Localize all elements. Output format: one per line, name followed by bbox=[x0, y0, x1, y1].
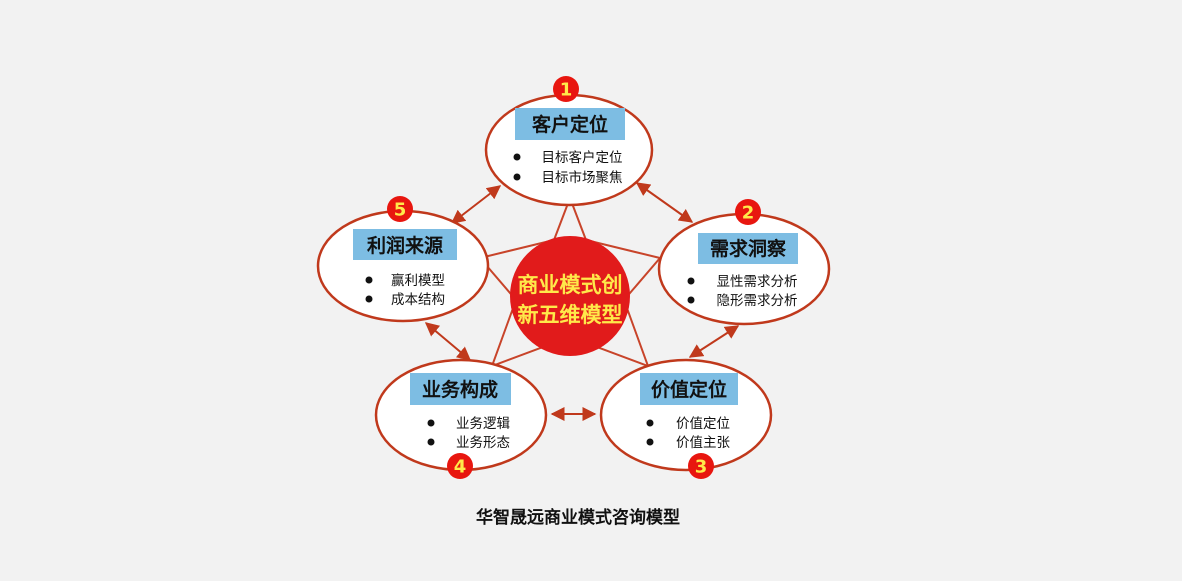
center-circle bbox=[510, 236, 630, 356]
bullet-icon bbox=[427, 419, 435, 427]
diagram-caption: 华智晟远商业模式咨询模型 bbox=[476, 507, 680, 528]
node-item: 价值主张 bbox=[676, 435, 730, 451]
node-item: 显性需求分析 bbox=[717, 274, 798, 290]
badge-number: 5 bbox=[394, 200, 407, 221]
number-badge bbox=[735, 199, 761, 225]
bullet-icon bbox=[513, 153, 521, 161]
badge-number: 4 bbox=[454, 457, 467, 478]
node-title: 价值定位 bbox=[651, 378, 727, 401]
node-item: 价值定位 bbox=[676, 416, 730, 432]
number-badge bbox=[387, 196, 413, 222]
node-title-box bbox=[698, 233, 798, 264]
node-item: 隐形需求分析 bbox=[717, 293, 798, 309]
node-title: 利润来源 bbox=[367, 234, 443, 257]
node-profit-source: 利润来源 赢利模型 成本结构 5 bbox=[316, 196, 490, 323]
node-customer-positioning: 客户定位 目标客户定位 目标市场聚焦 1 bbox=[484, 76, 654, 207]
node-title-box bbox=[410, 373, 511, 405]
center-line-1: 商业模式创 bbox=[518, 273, 623, 297]
bullet-icon bbox=[365, 295, 373, 303]
node-demand-insight: 需求洞察 显性需求分析 隐形需求分析 2 bbox=[657, 199, 831, 326]
arrow-4-5 bbox=[424, 322, 472, 361]
node-title: 业务构成 bbox=[422, 378, 498, 401]
number-badge bbox=[553, 76, 579, 102]
number-badge bbox=[447, 453, 473, 479]
node-title-box bbox=[353, 229, 457, 260]
arrow-5-1 bbox=[450, 185, 502, 224]
node-title: 客户定位 bbox=[532, 113, 608, 136]
node-title-box bbox=[640, 373, 738, 405]
bullet-icon bbox=[365, 276, 373, 284]
badge-number: 2 bbox=[742, 203, 755, 224]
badge-number: 3 bbox=[695, 457, 708, 478]
arrow-2-3 bbox=[688, 325, 740, 358]
node-value-positioning: 价值定位 价值定位 价值主张 3 bbox=[599, 358, 773, 479]
node-item: 目标客户定位 bbox=[542, 149, 623, 166]
node-item: 业务逻辑 bbox=[456, 416, 510, 432]
bullet-icon bbox=[687, 296, 695, 304]
bullet-icon bbox=[513, 173, 521, 181]
node-title-box bbox=[515, 108, 625, 140]
arrow-1-2 bbox=[635, 182, 694, 223]
node-item: 赢利模型 bbox=[391, 272, 445, 289]
node-item: 目标市场聚焦 bbox=[542, 169, 623, 186]
center-line-2: 新五维模型 bbox=[518, 303, 623, 327]
node-item: 业务形态 bbox=[456, 435, 510, 451]
bullet-icon bbox=[687, 277, 695, 285]
node-business-composition: 业务构成 业务逻辑 业务形态 4 bbox=[374, 358, 548, 479]
bullet-icon bbox=[646, 419, 654, 427]
badge-number: 1 bbox=[560, 80, 573, 101]
number-badge bbox=[688, 453, 714, 479]
bullet-icon bbox=[427, 438, 435, 446]
bullet-icon bbox=[646, 438, 654, 446]
node-title: 需求洞察 bbox=[710, 237, 787, 260]
node-item: 成本结构 bbox=[391, 292, 445, 308]
